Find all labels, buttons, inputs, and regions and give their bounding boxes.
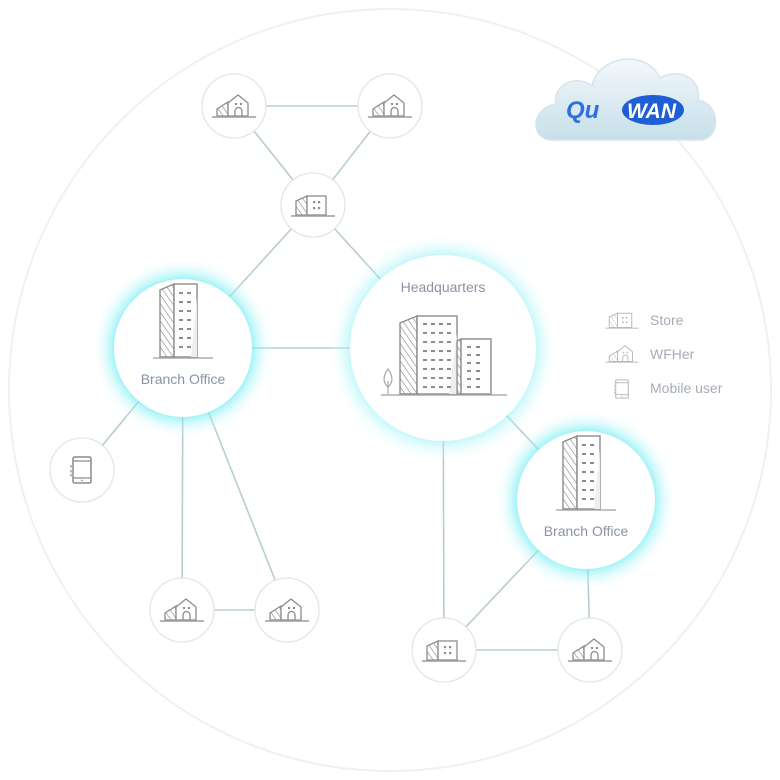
node-wfher[interactable] — [357, 73, 423, 139]
node-wfher[interactable] — [201, 73, 267, 139]
legend-label-wfher: WFHer — [650, 346, 695, 362]
node-label: Headquarters — [401, 279, 486, 295]
wan-badge — [622, 95, 684, 125]
node-wfher[interactable] — [149, 577, 215, 643]
store-icon — [291, 194, 335, 217]
house-icon — [605, 345, 639, 363]
house-icon — [265, 598, 309, 622]
logo-text-qu: Qu — [566, 97, 600, 124]
node-mobile[interactable] — [49, 437, 115, 503]
legend-item-store — [605, 312, 639, 329]
house-icon — [568, 638, 612, 662]
cloud-icon — [535, 58, 717, 141]
store-icon — [422, 639, 466, 662]
headquarters-buildings-icon — [381, 314, 507, 396]
legend: Store WFHer Mobile user — [605, 312, 723, 399]
quwan-logo: Qu WAN — [535, 58, 717, 141]
house-icon — [368, 94, 412, 118]
office-building-icon — [556, 434, 616, 511]
house-icon — [212, 94, 256, 118]
node-branch[interactable]: Branch Office — [517, 431, 655, 569]
office-building-icon — [153, 282, 213, 359]
mobile-phone-icon — [70, 456, 92, 484]
node-wfher[interactable] — [254, 577, 320, 643]
legend-item-mobile — [613, 379, 629, 399]
legend-label-mobile: Mobile user — [650, 380, 723, 396]
node-label: Branch Office — [141, 371, 226, 387]
node-label: Branch Office — [544, 523, 629, 539]
store-icon — [605, 312, 639, 329]
node-hq[interactable]: Headquarters — [350, 255, 536, 441]
logo-text-wan: WAN — [627, 100, 677, 123]
house-icon — [160, 598, 204, 622]
legend-item-wfher — [605, 345, 639, 363]
node-store[interactable] — [280, 172, 346, 238]
network-boundary-ring — [8, 8, 772, 772]
mobile-phone-icon — [613, 379, 629, 399]
node-wfher[interactable] — [557, 617, 623, 683]
node-store[interactable] — [411, 617, 477, 683]
legend-label-store: Store — [650, 312, 684, 328]
node-branch[interactable]: Branch Office — [114, 279, 252, 417]
